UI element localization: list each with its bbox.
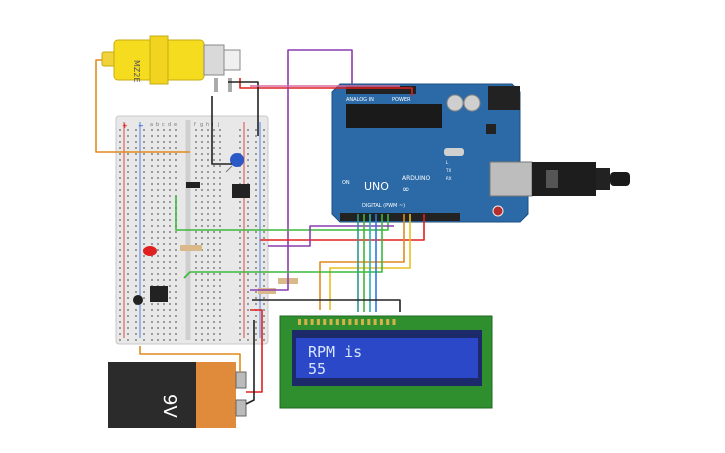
arduino-uno[interactable]: ANALOG IN POWER DIGITAL (PWM ~) ON UNO A… xyxy=(331,83,533,223)
lcd-line-1: RPM is xyxy=(308,343,362,361)
transistor[interactable] xyxy=(232,184,250,198)
red-led[interactable] xyxy=(143,246,157,256)
rx-label: RX xyxy=(446,176,452,181)
photo-diode[interactable] xyxy=(133,295,143,305)
dc-motor[interactable]: MZ2E xyxy=(101,35,241,92)
column-letter: h xyxy=(206,122,209,128)
red-wire[interactable] xyxy=(239,78,413,96)
column-letter: e xyxy=(174,122,177,128)
black-wire[interactable] xyxy=(252,299,401,312)
rail-minus-label: − xyxy=(138,122,144,130)
analog-header xyxy=(346,86,416,94)
power-label: POWER xyxy=(392,97,411,103)
green-wire[interactable] xyxy=(175,196,389,231)
arduino-brand-label: ARDUINO xyxy=(402,175,431,182)
ir-sensor[interactable] xyxy=(150,286,168,302)
digital-header xyxy=(340,213,460,221)
orange-wire[interactable] xyxy=(139,346,241,372)
usb-cable xyxy=(532,162,630,196)
resistor-3[interactable] xyxy=(258,288,276,294)
column-letter: j xyxy=(217,122,219,128)
orange-wire[interactable] xyxy=(95,59,190,153)
l-label: L xyxy=(446,160,449,165)
lcd-pin-header xyxy=(298,319,396,325)
rail-plus-label: + xyxy=(122,122,128,130)
column-letter: g xyxy=(200,122,203,128)
column-letter: b xyxy=(156,122,159,128)
black-wire[interactable] xyxy=(245,320,255,405)
green-wire[interactable] xyxy=(183,214,383,279)
column-letter: a xyxy=(150,122,153,128)
usb-port xyxy=(489,161,533,197)
battery-9v[interactable]: 9V xyxy=(108,362,247,428)
uno-label: UNO xyxy=(364,180,389,193)
black-wire[interactable] xyxy=(211,96,232,165)
capacitor[interactable] xyxy=(225,153,244,173)
purple-wire[interactable] xyxy=(250,49,353,291)
resistor-1[interactable] xyxy=(180,245,202,251)
battery-label: 9V xyxy=(159,394,180,418)
diode[interactable] xyxy=(186,182,200,188)
purple-wire[interactable] xyxy=(268,225,394,247)
on-label: ON xyxy=(342,180,350,186)
red-wire[interactable] xyxy=(260,214,425,241)
arduino-logo-icon: ∞ xyxy=(402,185,410,195)
column-letter: f xyxy=(194,122,196,128)
atmega-chip xyxy=(346,104,442,128)
wires xyxy=(95,49,425,405)
orange-wire[interactable] xyxy=(319,214,405,310)
lcd-line-2: 55 xyxy=(308,360,326,378)
reset-button[interactable] xyxy=(492,205,504,217)
digital-label: DIGITAL (PWM ~) xyxy=(362,203,405,209)
dc-jack xyxy=(488,86,520,110)
tx-label: TX xyxy=(445,168,451,173)
column-letter: d xyxy=(168,122,171,128)
analog-in-label: ANALOG IN xyxy=(346,97,374,103)
black-wire[interactable] xyxy=(228,81,259,136)
motor-label: MZ2E xyxy=(132,60,141,83)
lcd-module[interactable]: RPM is 55 xyxy=(279,315,493,409)
column-letter: c xyxy=(162,122,165,128)
